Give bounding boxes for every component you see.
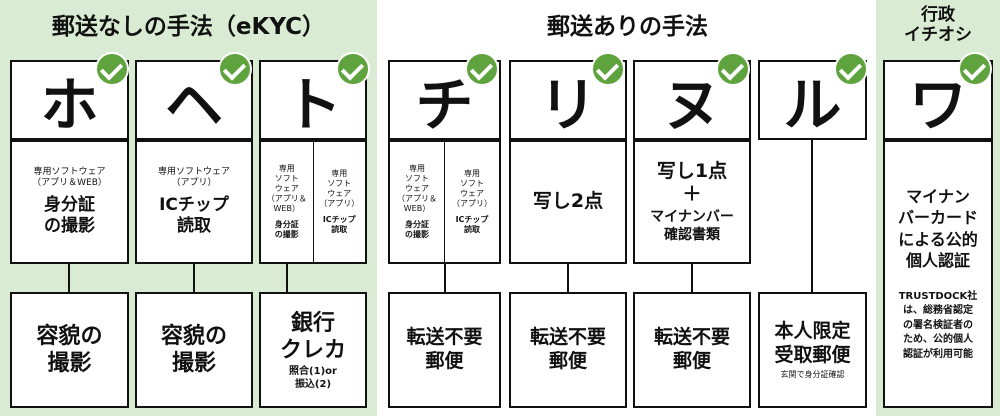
process-option-photo: 専用 ソフト ウェア （アプリ＆ WEB） 身分証 の撮影 — [261, 142, 313, 262]
connector-line — [68, 264, 70, 292]
process-text: ICチップ 読取 — [455, 215, 489, 234]
method-letter-ho: ホ — [10, 60, 129, 140]
check-icon — [834, 52, 868, 86]
result-text: 本人限定 受取郵便 — [774, 320, 851, 366]
process-option-ic: 専用 ソフト ウェア （アプリ） ICチップ 読取 — [444, 142, 499, 262]
method-process-wa: マイナン バーカード による公的 個人認証 TRUSTDOCK社 は、総務省認定… — [883, 140, 993, 408]
no-mail-section-title: 郵送なしの手法（eKYC） — [51, 14, 326, 40]
check-icon — [591, 52, 625, 86]
software-label: 専用ソフトウェア （アプリ） — [157, 166, 230, 188]
check-icon — [95, 52, 129, 86]
result-text: 銀行 クレカ — [279, 310, 346, 364]
method-process-he: 専用ソフトウェア （アプリ） ICチップ 読取 — [135, 140, 253, 264]
connector-line — [444, 264, 446, 292]
process-text-document: マイナンバー 確認書類 — [650, 208, 734, 243]
software-label: 専用 ソフト ウェア （アプリ） — [319, 169, 360, 208]
process-text: マイナン バーカード による公的 個人認証 — [897, 186, 978, 271]
method-process-ho: 専用ソフトウェア （アプリ＆WEB） 身分証 の撮影 — [10, 140, 129, 264]
software-label: 専用 ソフト ウェア （アプリ＆ WEB） — [397, 164, 437, 213]
check-icon — [218, 52, 252, 86]
method-result-ri: 転送不要 郵便 — [509, 292, 627, 408]
method-result-to: 銀行 クレカ 照合(1)or 振込(2) — [259, 292, 367, 408]
process-text: 身分証 の撮影 — [405, 220, 429, 239]
with-mail-section-title: 郵送ありの手法 — [547, 14, 708, 40]
process-text: 身分証 の撮影 — [274, 220, 299, 239]
method-result-nu: 転送不要 郵便 — [633, 292, 751, 408]
trustdock-note: TRUSTDOCK社 は、総務省認定 の署名検証者の ため、公的個人 認証が利用… — [898, 290, 978, 360]
check-icon — [716, 52, 750, 86]
process-text: 身分証 の撮影 — [44, 195, 95, 237]
method-result-ho: 容貌の 撮影 — [10, 292, 129, 408]
process-text: ICチップ 読取 — [322, 215, 356, 234]
connector-line — [286, 264, 288, 292]
software-label: 専用 ソフト ウェア （アプリ＆ WEB） — [266, 164, 307, 213]
connector-line — [193, 264, 195, 292]
result-note: 玄関で身分証確認 — [780, 369, 845, 379]
process-option-ic: 専用 ソフト ウェア （アプリ） ICチップ 読取 — [312, 142, 366, 262]
result-note: 照合(1)or 振込(2) — [289, 365, 337, 390]
process-option-photo: 専用 ソフト ウェア （アプリ＆ WEB） 身分証 の撮影 — [390, 142, 444, 262]
software-label: 専用 ソフト ウェア （アプリ） — [452, 169, 492, 208]
connector-line — [567, 264, 569, 292]
process-text: 写し2点 — [532, 190, 604, 213]
check-icon — [465, 52, 499, 86]
process-text: 写し1点 ＋ — [656, 160, 728, 205]
software-label: 専用ソフトウェア （アプリ＆WEB） — [32, 166, 107, 188]
method-result-ru: 本人限定 受取郵便 玄関で身分証確認 — [758, 292, 867, 408]
method-result-chi: 転送不要 郵便 — [388, 292, 501, 408]
connector-line — [691, 264, 693, 292]
method-process-ri: 写し2点 — [509, 140, 627, 264]
process-text: ICチップ 読取 — [159, 195, 229, 237]
recommended-section-title: 行政 イチオシ — [904, 5, 972, 45]
method-process-to: 専用 ソフト ウェア （アプリ＆ WEB） 身分証 の撮影 専用 ソフト ウェア… — [259, 140, 367, 264]
method-process-nu: 写し1点 ＋ マイナンバー 確認書類 — [633, 140, 751, 264]
check-icon — [958, 52, 992, 86]
connector-line — [811, 140, 813, 292]
method-result-he: 容貌の 撮影 — [135, 292, 253, 408]
method-process-chi: 専用 ソフト ウェア （アプリ＆ WEB） 身分証 の撮影 専用 ソフト ウェア… — [388, 140, 501, 264]
check-icon — [336, 52, 370, 86]
